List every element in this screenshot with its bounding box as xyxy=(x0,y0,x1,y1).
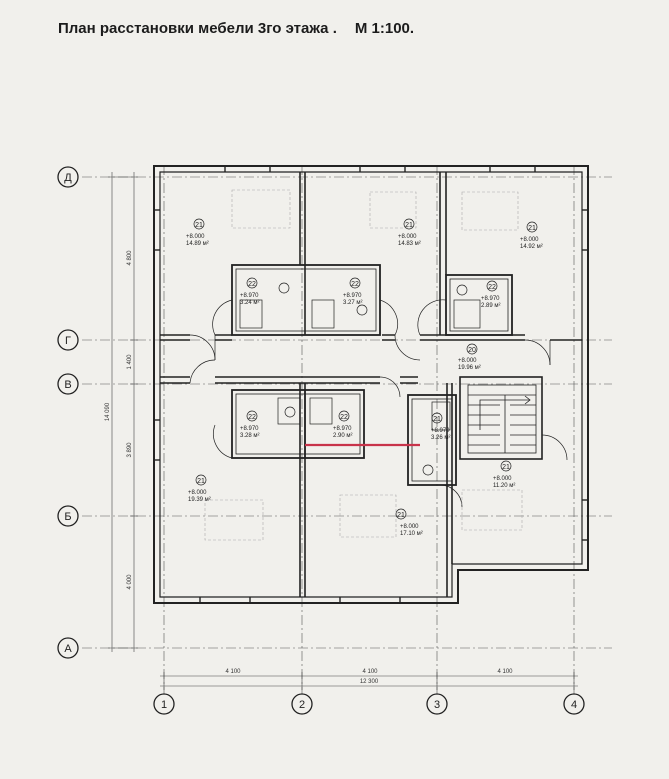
axis-label-a: А xyxy=(64,643,72,655)
axis-label-v: В xyxy=(64,379,71,391)
room-area: 19.39 м² xyxy=(188,497,211,503)
room-tag: 20 +8.000 19.96 м² xyxy=(458,343,481,371)
room-area: 19.96 м² xyxy=(458,365,481,371)
room-number: 21 xyxy=(197,478,205,485)
room-area: 11.20 м² xyxy=(493,483,515,489)
room-level: +8.000 xyxy=(400,524,419,530)
bathroom-block-upper xyxy=(212,264,398,336)
room-level: +8.000 xyxy=(458,358,477,364)
dim-bottom-3: 4 100 xyxy=(497,669,513,675)
dimensions-left xyxy=(108,172,138,652)
title-text: План расстановки мебели 3го этажа . xyxy=(58,20,337,37)
drawing-title: План расстановки мебели 3го этажа . М 1:1… xyxy=(58,20,414,37)
room-number: 22 xyxy=(351,281,359,288)
room-area: 3.27 м² xyxy=(343,300,362,306)
room-number: 22 xyxy=(340,414,348,421)
dimensions-bottom xyxy=(160,672,578,690)
axis-label-4: 4 xyxy=(571,699,577,711)
dim-left-1: 4 800 xyxy=(127,250,133,266)
room-tag: 21 +8.000 14.92 м² xyxy=(520,221,543,250)
scale-text: М 1:100. xyxy=(354,20,415,37)
room-level: +8.970 xyxy=(431,428,450,434)
axis-label-2: 2 xyxy=(299,699,305,711)
room-number: 21 xyxy=(397,512,405,519)
room-tag: 22 +8.970 3.28 м² xyxy=(240,410,259,439)
room-level: +8.000 xyxy=(493,476,512,482)
room-tag: 21 +8.970 3.26 м² xyxy=(431,412,450,441)
room-tag: 21 +8.000 19.39 м² xyxy=(188,474,211,503)
column-axis-markers: 1 2 3 4 xyxy=(153,693,585,715)
room-tag: 21 +8.000 14.89 м² xyxy=(186,218,209,247)
room-tag: 22 +8.970 3.24 м² xyxy=(240,277,259,306)
room-number: 22 xyxy=(248,281,256,288)
window-marks xyxy=(154,166,588,603)
room-area: 3.24 м² xyxy=(240,300,259,306)
dim-left-total: 14 090 xyxy=(105,402,111,421)
bathroom-block-lower xyxy=(213,389,365,459)
dim-bottom-2: 4 100 xyxy=(362,669,378,675)
room-tag: 21 +8.000 14.83 м² xyxy=(398,218,421,247)
room-area: 3.26 м² xyxy=(431,435,450,441)
room-area: 2.89 м² xyxy=(481,303,500,309)
axis-label-g: Г xyxy=(65,335,71,347)
room-area: 14.92 м² xyxy=(520,244,543,250)
room-number: 22 xyxy=(248,414,256,421)
dim-left-4: 4 000 xyxy=(127,574,133,590)
room-number: 21 xyxy=(405,222,413,229)
room-level: +8.000 xyxy=(398,234,417,240)
room-level: +8.000 xyxy=(520,237,539,243)
room-number: 22 xyxy=(488,284,496,291)
room-level: +8.000 xyxy=(188,490,207,496)
room-area: 3.28 м² xyxy=(240,433,259,439)
room-tag: 21 +8.000 11.20 м² xyxy=(493,460,515,489)
room-level: +8.970 xyxy=(240,293,259,299)
room-tag: 21 +8.000 17.10 м² xyxy=(395,508,423,537)
furniture-outlines xyxy=(204,189,523,541)
room-number: 21 xyxy=(433,416,441,423)
room-tag: 22 +8.970 2.89 м² xyxy=(481,280,500,309)
axis-label-1: 1 xyxy=(161,699,167,711)
room-area: 14.83 м² xyxy=(398,241,421,247)
interior-walls xyxy=(160,172,582,597)
room-number: 20 xyxy=(468,347,476,354)
bathroom-block-upper-right xyxy=(417,274,513,336)
room-number: 21 xyxy=(195,222,203,229)
row-axis-markers: Д Г В Б А xyxy=(57,166,79,659)
room-level: +8.970 xyxy=(343,293,362,299)
room-number: 21 xyxy=(502,464,510,471)
room-level: +8.970 xyxy=(481,296,500,302)
axis-label-d: Д xyxy=(64,172,72,184)
room-level: +8.970 xyxy=(333,426,352,432)
room-tag: 22 +8.970 2.90 м² xyxy=(333,410,352,439)
room-tags: 21 +8.000 14.89 м² 21 +8.000 14.83 м² 21… xyxy=(186,218,543,537)
dim-bottom-1: 4 100 xyxy=(225,669,241,675)
room-level: +8.970 xyxy=(240,426,259,432)
dim-bottom-total: 12 300 xyxy=(360,679,379,685)
axis-label-b: Б xyxy=(64,511,71,523)
room-tag: 22 +8.970 3.27 м² xyxy=(343,277,362,306)
dim-left-2: 1 400 xyxy=(127,354,133,370)
room-number: 21 xyxy=(528,225,536,232)
room-area: 17.10 м² xyxy=(400,531,423,537)
room-level: +8.000 xyxy=(186,234,205,240)
room-area: 2.90 м² xyxy=(333,433,352,439)
staircase xyxy=(467,384,537,454)
room-area: 14.89 м² xyxy=(186,241,209,247)
bathroom-block-stair xyxy=(407,394,457,486)
exterior-walls xyxy=(153,165,589,604)
dim-left-3: 3 890 xyxy=(127,442,133,458)
axis-label-3: 3 xyxy=(434,699,440,711)
